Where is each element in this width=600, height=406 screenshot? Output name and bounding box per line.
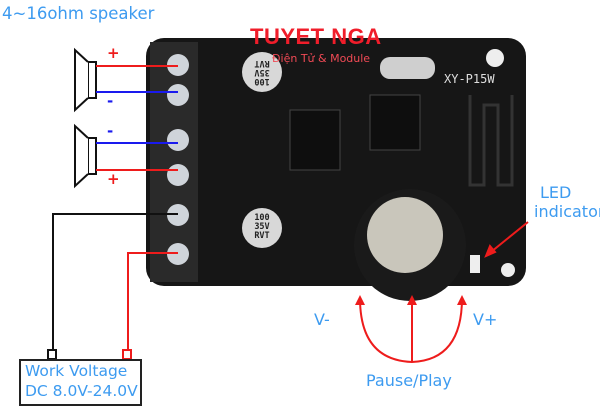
led-label: LED indicator xyxy=(534,183,600,221)
work-voltage-label: Work Voltage xyxy=(25,362,128,380)
polarity-plus: + xyxy=(107,170,120,188)
logo-text: TUYET NGA xyxy=(250,24,382,49)
bluetooth-chip xyxy=(369,94,421,151)
board-model: XY-P15W xyxy=(444,72,495,86)
terminal-block xyxy=(150,42,198,282)
mount-hole xyxy=(501,263,515,277)
knob-cap xyxy=(367,197,443,273)
led xyxy=(470,255,480,273)
capacitor xyxy=(242,208,282,248)
polarity-minus: - xyxy=(107,92,114,110)
speaker-impedance-label: 4~16ohm speaker xyxy=(2,4,155,23)
polarity-plus: + xyxy=(107,44,120,62)
crystal xyxy=(380,57,435,79)
volume-up-label: V+ xyxy=(473,310,498,329)
pause-play-label: Pause/Play xyxy=(366,371,452,390)
led-label-line2: indicator xyxy=(534,202,600,221)
voltage-range-label: DC 8.0V-24.0V xyxy=(25,382,138,400)
mount-hole xyxy=(486,49,504,67)
wires xyxy=(47,65,529,364)
speaker-icon xyxy=(74,123,97,189)
volume-down-label: V- xyxy=(314,310,330,329)
antenna-trace xyxy=(468,95,514,187)
capacitor-marking-bottom: 100 35V RVT xyxy=(254,213,270,241)
logo-tagline: Điện Tử & Module xyxy=(272,52,371,65)
polarity-minus: - xyxy=(107,122,114,140)
amplifier-chip xyxy=(289,109,341,171)
speaker-icon xyxy=(74,47,97,113)
led-label-line1: LED xyxy=(540,183,572,202)
power-supply-box: Work Voltage DC 8.0V-24.0V xyxy=(19,359,142,406)
capacitor xyxy=(242,52,282,92)
